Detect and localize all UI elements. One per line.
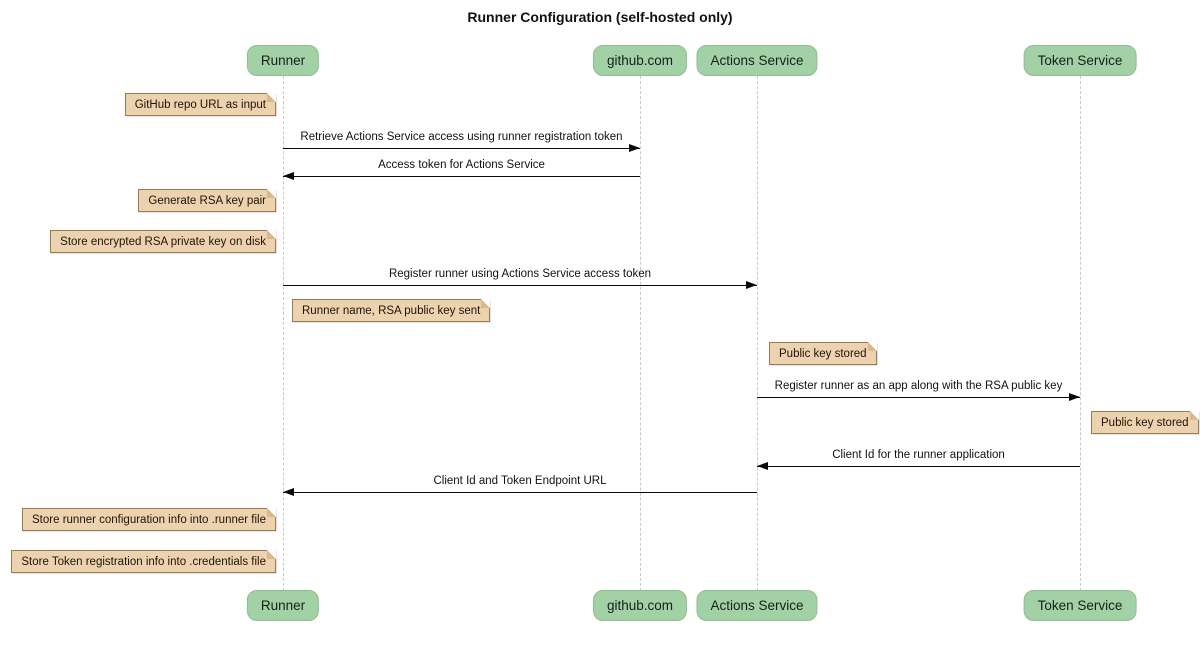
participant-github-bottom: github.com [592,590,688,621]
message-retrieve-access-arrowhead [629,144,640,152]
message-client-id-endpoint-label: Client Id and Token Endpoint URL [433,475,607,487]
note-public-key-stored-token: Public key stored [1091,411,1199,434]
message-register-app-arrowhead [1069,393,1080,401]
message-client-id-endpoint-arrowhead [283,488,294,496]
participant-runner-top: Runner [246,45,320,76]
message-access-token-arrowhead [283,172,294,180]
participant-token-bottom: Token Service [1023,590,1137,621]
lifeline-token [1080,76,1081,591]
message-client-id-line [757,466,1080,467]
lifeline-github [640,76,641,591]
participant-token-top: Token Service [1023,45,1137,76]
participant-github-top: github.com [592,45,688,76]
message-client-id-label: Client Id for the runner application [832,449,1005,461]
lifeline-runner [283,76,284,591]
note-store-private-key: Store encrypted RSA private key on disk [50,230,276,253]
lifeline-actions [757,76,758,591]
message-access-token-label: Access token for Actions Service [378,159,545,171]
note-store-runner-file: Store runner configuration info into .ru… [22,508,276,531]
message-client-id-endpoint-line [283,492,757,493]
participant-runner-bottom: Runner [246,590,320,621]
message-client-id-arrowhead [757,462,768,470]
message-retrieve-access-label: Retrieve Actions Service access using ru… [300,131,623,143]
note-runner-name-sent: Runner name, RSA public key sent [292,299,491,322]
diagram-title: Runner Configuration (self-hosted only) [467,9,733,25]
message-register-app-label: Register runner as an app along with the… [774,380,1063,392]
note-github-repo-url: GitHub repo URL as input [124,93,277,116]
note-generate-rsa: Generate RSA key pair [138,189,276,212]
participant-actions-top: Actions Service [696,45,818,76]
note-public-key-stored-actions: Public key stored [769,342,877,365]
note-store-credentials-file: Store Token registration info into .cred… [11,550,276,573]
message-retrieve-access-line [283,148,640,149]
message-register-runner-arrowhead [746,281,757,289]
message-register-app-line [757,397,1080,398]
message-register-runner-line [283,285,757,286]
participant-actions-bottom: Actions Service [696,590,818,621]
message-register-runner-label: Register runner using Actions Service ac… [388,268,652,280]
message-access-token-line [283,176,640,177]
